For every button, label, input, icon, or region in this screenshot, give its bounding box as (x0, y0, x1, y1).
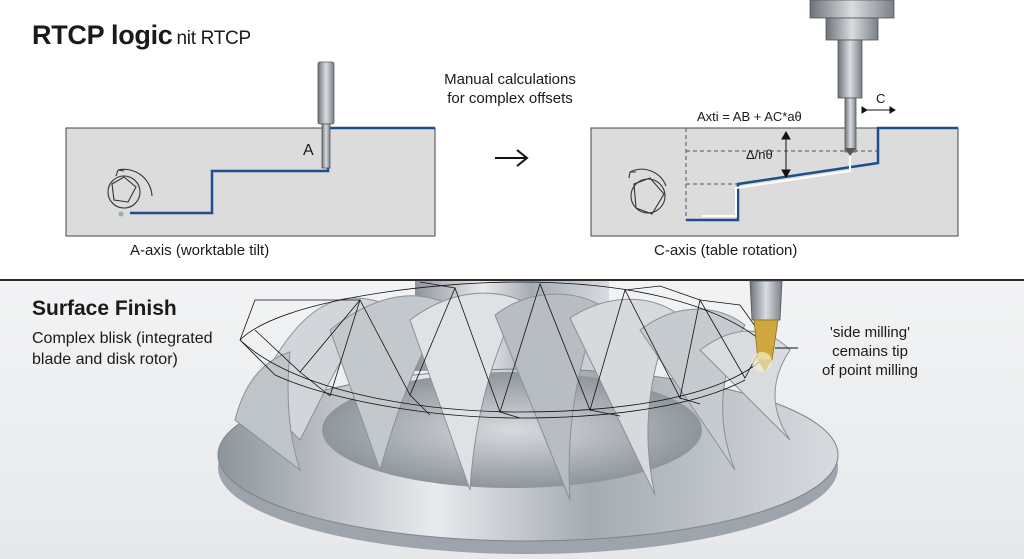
right-workpiece-panel (590, 0, 959, 237)
left-rotation-icon (107, 168, 153, 217)
left-tool (317, 61, 335, 169)
wireframe-mesh (239, 281, 773, 419)
left-workpiece-panel (65, 61, 436, 237)
surface-finish-title: Surface Finish (32, 297, 177, 320)
page-subtitle: nit RTCP (176, 28, 252, 49)
offset-formula: Axti = AB + AC*aθ (697, 109, 802, 124)
blisk-description: Complex blisk (integrated blade and disk… (32, 330, 213, 368)
right-rotation-icon (628, 168, 667, 215)
left-toolpath (130, 126, 435, 215)
manual-calculations-note: Manual calculations for complex offsets (444, 71, 576, 107)
offset-label-c: C (876, 91, 886, 106)
right-panel-caption: C-axis (table rotation) (654, 242, 798, 259)
blisk-illustration (217, 280, 839, 554)
transition-arrow (495, 149, 529, 167)
side-milling-callout: 'side milling' cemains tip of point mill… (822, 324, 918, 379)
left-panel-caption: A-axis (worktable tilt) (130, 242, 270, 259)
right-spindle-tool (809, 0, 895, 156)
section-divider (0, 279, 1024, 281)
right-toolpath (686, 126, 958, 222)
milling-tool (749, 280, 783, 372)
delta-label: Δ/nθ (746, 147, 773, 162)
point-label-a: A (303, 142, 314, 159)
